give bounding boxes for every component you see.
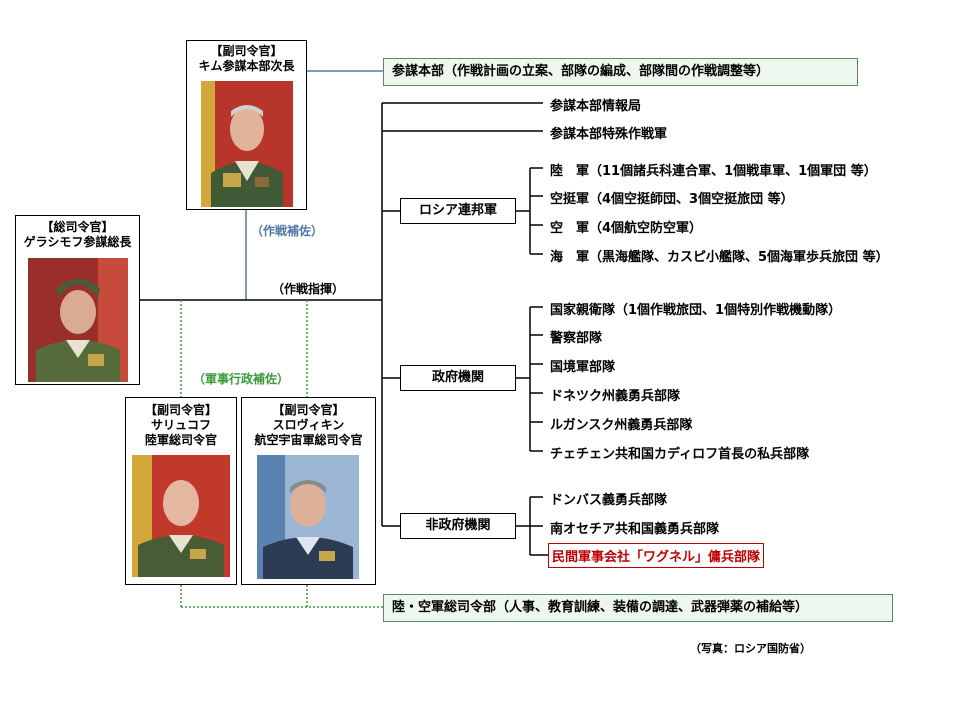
surovikin-title: 航空宇宙軍総司令官 [254,433,363,447]
federal-forces-box: ロシア連邦軍 [400,198,516,224]
ops-command-label: （作戦指揮） [272,282,345,296]
federal-item-airborne: 空挺軍（4個空挺師団、3個空挺旅団 等） [550,192,794,207]
surovikin-role: 【副司令官】 [272,403,345,417]
kim-photo [201,81,293,207]
gov-item-donetsk: ドネツク州義勇兵部隊 [550,389,681,404]
federal-item-navy: 海 軍（黒海艦隊、カスピ小艦隊、5個海軍歩兵旅団 等） [550,250,889,265]
general-staff-box: 参謀本部（作戦計画の立案、部隊の編成、部隊間の作戦調整等） [383,58,858,86]
gov-item-guard: 国家親衛隊（1個作戦旅団、1個特別作戦機動隊） [550,303,842,318]
kim-role: 【副司令官】 [210,44,283,58]
surovikin-card: 【副司令官】 スロヴィキン 航空宇宙軍総司令官 [241,397,376,585]
staff-unit-special-ops: 参謀本部特殊作戦軍 [550,127,668,142]
gerasimov-photo [28,258,128,382]
salyukov-title: 陸軍総司令官 [144,433,217,447]
photo-credit: （写真：ロシア国防省） [690,642,811,655]
gerasimov-name: ゲラシモフ参謀総長 [23,235,132,249]
nongov-item-south-ossetia: 南オセチア共和国義勇兵部隊 [550,522,720,537]
gov-item-border: 国境軍部隊 [550,360,616,375]
gov-item-chechnya: チェチェン共和国カディロフ首長の私兵部隊 [550,447,810,462]
staff-unit-intelligence: 参謀本部情報局 [550,99,642,114]
salyukov-role: 【副司令官】 [144,403,217,417]
gerasimov-card: 【総司令官】 ゲラシモフ参謀総長 [15,215,140,385]
salyukov-name: サリュコフ [150,418,211,432]
government-box: 政府機関 [400,365,516,391]
salyukov-photo [132,455,230,577]
federal-item-air: 空 軍（4個航空防空軍） [550,221,703,236]
kim-card: 【副司令官】 キム参謀本部次長 [186,40,307,210]
gov-item-police: 警察部隊 [550,331,603,346]
ground-aero-hq-box: 陸・空軍総司令部（人事、教育訓練、装備の調達、武器弾薬の補給等） [383,594,893,622]
kim-name: キム参謀本部次長 [198,59,295,73]
surovikin-photo [257,455,359,579]
ops-support-label: （作戦補佐） [251,224,324,238]
wagner-highlight: 民間軍事会社「ワグネル」傭兵部隊 [548,543,765,568]
gerasimov-role: 【総司令官】 [41,220,114,234]
gov-item-lugansk: ルガンスク州義勇兵部隊 [550,418,693,433]
salyukov-card: 【副司令官】 サリュコフ 陸軍総司令官 [125,397,237,585]
nongov-item-donbas: ドンバス義勇兵部隊 [550,493,668,508]
federal-item-ground: 陸 軍（11個諸兵科連合軍、1個戦車軍、1個軍団 等） [550,164,877,179]
admin-support-label: （軍事行政補佐） [193,372,290,386]
non-government-box: 非政府機関 [400,513,516,539]
surovikin-name: スロヴィキン [272,418,345,432]
